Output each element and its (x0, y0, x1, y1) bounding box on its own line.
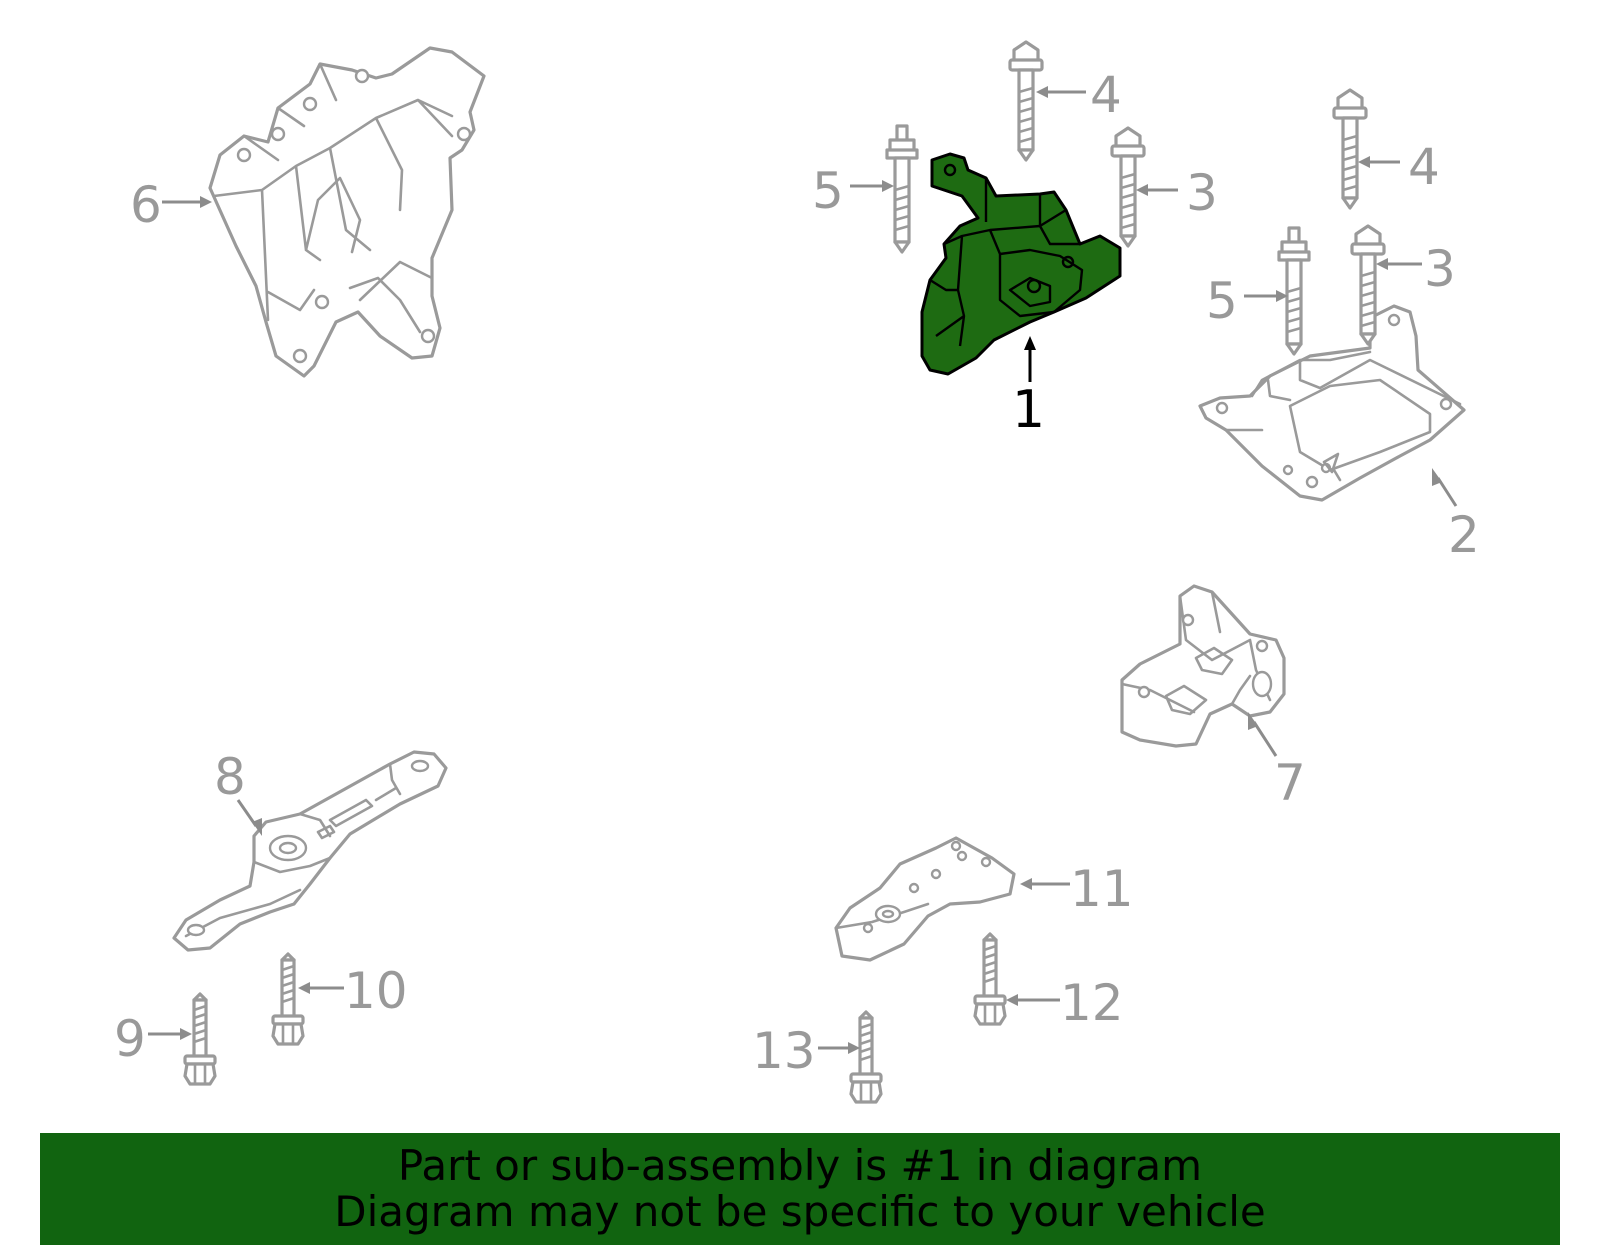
callout-5-top: 5 (812, 162, 844, 220)
stud-5-top (885, 124, 919, 254)
callout-6: 6 (130, 176, 162, 234)
callout-10: 10 (344, 962, 408, 1020)
bolt-10 (271, 952, 305, 1046)
callout-5-right: 5 (1206, 272, 1238, 330)
part-2-base-plate (1198, 304, 1466, 502)
callout-9: 9 (114, 1010, 146, 1068)
footer-line-2: Diagram may not be specific to your vehi… (334, 1187, 1266, 1236)
callout-4-right: 4 (1408, 138, 1440, 196)
footer-line-1: Part or sub-assembly is #1 in diagram (397, 1141, 1203, 1190)
callout-2: 2 (1448, 506, 1480, 564)
callout-13: 13 (752, 1022, 816, 1080)
callout-3-right: 3 (1424, 240, 1456, 298)
callout-8: 8 (214, 748, 246, 806)
callout-1: 1 (1012, 380, 1045, 440)
bolt-12 (973, 932, 1007, 1026)
callout-arrows (148, 86, 1458, 1054)
callout-4-top: 4 (1090, 66, 1122, 124)
callout-7: 7 (1274, 754, 1306, 812)
callout-3-top: 3 (1186, 164, 1218, 222)
stud-5-right (1277, 226, 1311, 356)
part-11-plate (834, 836, 1016, 962)
bolt-9 (183, 992, 217, 1086)
part-6-bracket (208, 46, 486, 378)
bolt-4-top (1008, 40, 1044, 162)
footer-banner: Part or sub-assembly is #1 in diagram Di… (40, 1133, 1560, 1245)
bolt-4-right (1332, 88, 1368, 210)
callout-11: 11 (1070, 860, 1134, 918)
part-1-engine-mount (920, 152, 1122, 376)
callout-12: 12 (1060, 974, 1124, 1032)
bolt-13 (849, 1010, 883, 1104)
part-7-bracket (1120, 584, 1286, 748)
bolt-3-top (1110, 126, 1146, 248)
part-8-torque-rod (172, 750, 448, 952)
